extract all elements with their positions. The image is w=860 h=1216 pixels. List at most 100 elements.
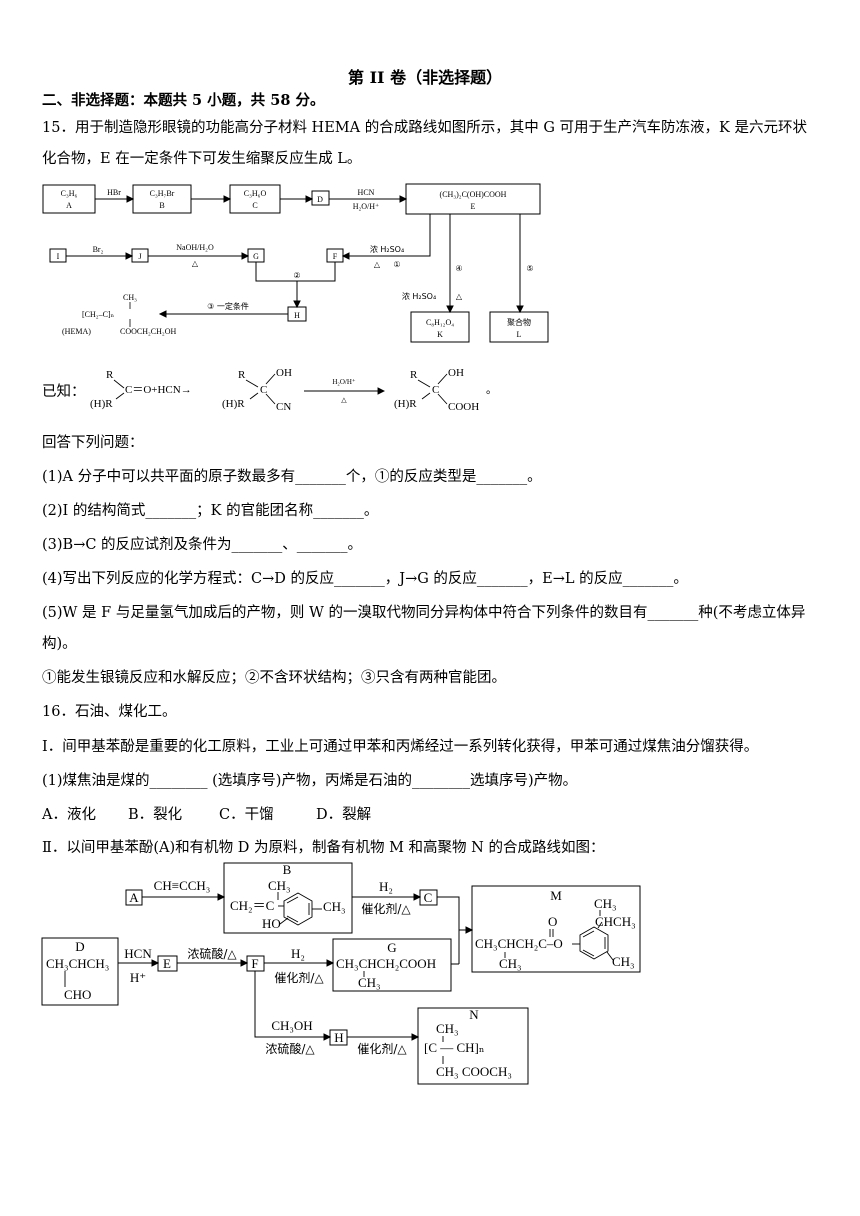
- q15-k-label: K: [437, 330, 443, 339]
- q16-d-main: CH₃CHCH₃: [46, 956, 109, 971]
- q16-g-main: CH₃CHCH₂COOH: [336, 956, 436, 971]
- q16-h-label: H: [334, 1030, 343, 1045]
- q16-c-label: C: [424, 890, 433, 905]
- section-heading: 二、非选择题：本题共 5 小题，共 58 分。: [42, 92, 325, 109]
- q15-b-label: B: [159, 201, 164, 210]
- known-delta: △: [341, 396, 347, 404]
- q15-g-label: G: [253, 252, 259, 261]
- q15-naoh: NaOH/H₂O: [176, 243, 214, 252]
- known-c2: C: [260, 384, 267, 396]
- q16-hcn: HCN: [124, 946, 152, 961]
- q15-i-label: I: [57, 252, 60, 261]
- q15-intro-line2: 化合物，E 在一定条件下可发生缩聚反应生成 L。: [42, 151, 362, 167]
- q15-br2: Br₂: [93, 245, 104, 254]
- q16-m-top: CH₃: [594, 896, 617, 911]
- q15-e-formula: (CH₃)₂C(OH)COOH: [440, 190, 507, 199]
- hema-chain: [CH₂–C]ₙ: [82, 310, 115, 319]
- q16-a-label: A: [129, 890, 139, 905]
- q16-option-b: B．裂化: [128, 807, 183, 823]
- q15-e-label: E: [471, 202, 476, 211]
- q16-option-c: C．干馏: [219, 807, 274, 823]
- q15-h-label: H: [294, 311, 300, 320]
- q16-d-label: D: [75, 939, 84, 954]
- q16-conc-acid-2: 浓硫酸/△: [265, 1041, 315, 1056]
- q15-h2o-h: H₂O/H⁺: [353, 202, 380, 211]
- q16-title: 16．石油、煤化工。: [42, 704, 177, 720]
- q15-prompt: 回答下列问题：: [42, 435, 144, 451]
- q15-sub5-line1: (5)W 是 F 与足量氢气加成后的产物，则 W 的一溴取代物同分异构体中符合下…: [42, 605, 806, 621]
- q16-f-label: F: [251, 956, 258, 971]
- q16-b-ch3: CH₃: [268, 878, 291, 893]
- q15-conditions: ①能发生银镜反应和水解反应；②不含环状结构；③只含有两种官能团。: [42, 670, 506, 686]
- q16-d-sub: CHO: [64, 987, 91, 1002]
- q15-f-label: F: [333, 252, 338, 261]
- q15-sub1: (1)A 分子中可以共平面的原子数最多有_______个，①的反应类型是____…: [42, 469, 542, 485]
- known-oh1: OH: [276, 367, 292, 379]
- hema-label: (HEMA): [62, 327, 91, 336]
- known-hr2: (H)R: [222, 398, 245, 410]
- q16-n-sub: CH₃ COOCH₃: [436, 1064, 512, 1079]
- q15-intro-line1: 15．用于制造隐形眼镜的功能高分子材料 HEMA 的合成路线如图所示，其中 G …: [42, 120, 807, 136]
- q16-h2-2: H₂: [291, 946, 305, 961]
- known-cn: CN: [276, 401, 291, 413]
- q16-h2-1: H₂: [379, 879, 393, 894]
- q16-b-ring-ch3: CH₃: [323, 899, 346, 914]
- q15-c-formula: C₃H₆O: [244, 189, 267, 198]
- hema-ch3: CH₃: [123, 293, 137, 302]
- known-r1: R: [106, 369, 114, 381]
- q15-step3: ③ 一定条件: [207, 301, 249, 311]
- known-label: 已知：: [42, 384, 86, 400]
- q15-delta2: △: [374, 260, 381, 269]
- q16-m-label: M: [550, 888, 562, 903]
- q16-synthesis-scheme: A CH≡CCH₃ B CH₃ CH₂＝C HO CH₃ H₂ 催化剂/△ C …: [41, 862, 641, 1085]
- q16-h-plus: H⁺: [130, 970, 146, 985]
- known-hr1: (H)R: [90, 398, 113, 410]
- q16-b-label: B: [283, 862, 292, 877]
- q16-n-label: N: [469, 1007, 479, 1022]
- q16-b-main: CH₂＝C: [230, 898, 274, 913]
- section-title: 第 II 卷（非选择题）: [348, 68, 503, 87]
- q15-b-formula: C₃H₇Br: [150, 189, 175, 198]
- q16-b-ho: HO: [262, 916, 281, 931]
- q16-part1: Ⅰ．间甲基苯酚是重要的化工原料，工业上可通过甲苯和丙烯经过一系列转化获得，甲苯可…: [42, 739, 759, 755]
- q15-step5: ⑤: [526, 264, 533, 273]
- q16-part2: Ⅱ．以间甲基苯酚(A)和有机物 D 为原料，制备有机物 M 和高聚物 N 的合成…: [42, 840, 605, 856]
- q15-step4: ④: [455, 264, 462, 273]
- q16-m-main: CH₃CHCH₂C–O: [475, 936, 563, 951]
- q15-k-formula: C₈H₁₂O₄: [426, 318, 454, 327]
- q16-option-a: A．液化: [42, 807, 96, 823]
- q15-hbr: HBr: [107, 188, 121, 197]
- known-carbonyl: C＝O+HCN→: [125, 384, 192, 396]
- q15-delta1: △: [192, 259, 199, 268]
- q16-n-top: CH₃: [436, 1021, 459, 1036]
- hema-ester: COOCH₂CH₂OH: [120, 327, 176, 336]
- q15-synthesis-scheme: C₃H₆ A HBr C₃H₇Br B C₃H₆O C D HCN H₂O/H⁺…: [42, 183, 549, 343]
- q15-a-label: A: [66, 201, 72, 210]
- q15-conc-h2so4-2: 浓 H₂SO₄: [402, 292, 436, 301]
- q16-m-sub: CH₃: [499, 956, 522, 971]
- known-c3: C: [432, 384, 439, 396]
- q16-option-d: D．裂解: [316, 807, 372, 823]
- known-end: 。: [486, 384, 497, 396]
- q15-j-label: J: [138, 252, 141, 261]
- q16-g-sub: CH₃: [358, 975, 381, 990]
- q16-g-label: G: [387, 940, 396, 955]
- q16-n-main: [C — CH]ₙ: [424, 1040, 485, 1055]
- q15-a-formula: C₃H₆: [61, 189, 78, 198]
- q16-propyne: CH≡CCH₃: [154, 878, 211, 893]
- known-cooh: COOH: [448, 401, 479, 413]
- q16-m-o: O: [548, 914, 557, 929]
- q15-step1: ①: [393, 260, 400, 269]
- known-r3: R: [410, 369, 418, 381]
- q15-sub3: (3)B→C 的反应试剂及条件为_______、_______。: [42, 537, 363, 553]
- q16-ch3oh: CH₃OH: [271, 1018, 312, 1033]
- known-oh2: OH: [448, 367, 464, 379]
- q15-c-label: C: [252, 201, 257, 210]
- q16-catalyst-1: 催化剂/△: [361, 901, 411, 916]
- q16-m-ring-ch3: CH₃: [612, 954, 635, 969]
- q15-d-label: D: [317, 195, 323, 204]
- q16-catalyst-2: 催化剂/△: [274, 970, 324, 985]
- q15-l-label: L: [517, 330, 522, 339]
- known-hr3: (H)R: [394, 398, 417, 410]
- q16-m-mid: CHCH₃: [595, 914, 636, 929]
